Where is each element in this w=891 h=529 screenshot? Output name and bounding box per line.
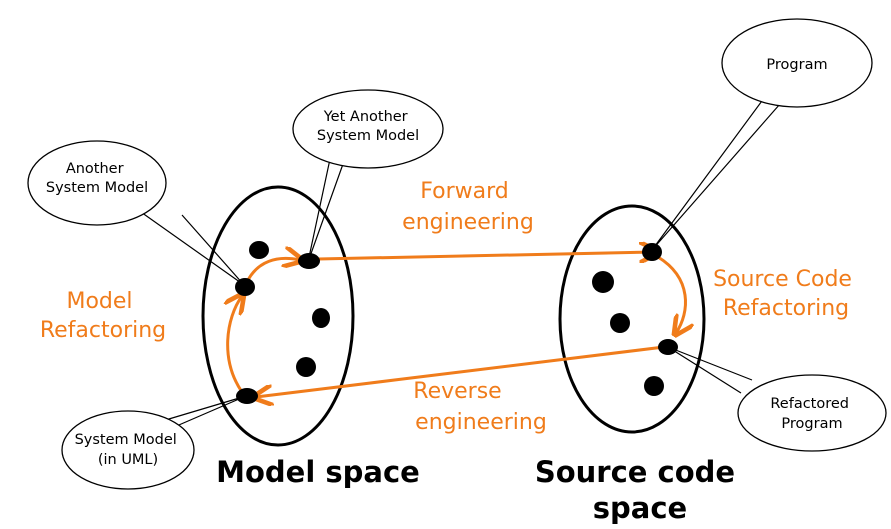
reverse-engineering-label: Reverse engineering (413, 379, 547, 435)
source-code-refactoring-arrow (656, 255, 686, 333)
label-line: Refactoring (40, 318, 166, 343)
code-dot-program (642, 243, 662, 261)
callout-line: (in UML) (98, 452, 158, 468)
label-line: Reverse (413, 379, 501, 404)
model-dot-system-model (236, 388, 258, 404)
callout-program: Program (721, 18, 873, 108)
callout-line: System Model (317, 128, 419, 144)
source-code-refactoring-label: Source Code Refactoring (713, 267, 859, 321)
callout-yet-another-system-model: Yet Another System Model (292, 89, 444, 169)
forward-engineering-label: Forward engineering (402, 179, 534, 235)
callout-line: Program (781, 416, 842, 432)
model-refactoring-arrow-2 (246, 258, 300, 282)
label-line: Model (66, 289, 132, 314)
reverse-engineering-arrow (256, 345, 666, 397)
svg-text:Refactored Program: Refactored Program (770, 396, 853, 432)
callout-another-system-model: Another System Model (27, 140, 167, 226)
code-dot-refactored (658, 339, 678, 355)
label-line: Forward (420, 179, 508, 204)
callout-refactored-program: Refactored Program (737, 374, 887, 452)
svg-text:Yet Another System Model: Yet Another System Model (317, 109, 419, 144)
label-line: Source code (535, 455, 735, 489)
model-refactoring-label: Model Refactoring (40, 289, 166, 343)
source-code-space-ellipse (558, 204, 706, 434)
svg-text:Program: Program (766, 57, 827, 73)
model-dot (235, 278, 255, 296)
model-dot (312, 308, 330, 328)
label-line: Refactoring (723, 296, 849, 321)
callout-line: Program (766, 57, 827, 73)
model-space-dots (235, 241, 330, 404)
label-line: engineering (402, 210, 534, 235)
model-dot (249, 241, 269, 259)
code-dot (592, 271, 614, 293)
source-code-dots (592, 243, 678, 396)
forward-engineering-arrow (316, 252, 656, 259)
callout-line: Yet Another (323, 109, 408, 125)
svg-text:System Model (in UML): System Model (in UML) (75, 432, 182, 468)
source-code-space-label: Source code space (535, 455, 745, 525)
model-refactoring-arrow-1 (228, 296, 242, 394)
callout-line: System Model (75, 432, 177, 448)
callout-line: Refactored (770, 396, 849, 412)
callout-line: Another (66, 161, 124, 177)
label-line: Source Code (713, 267, 852, 292)
model-dot (296, 357, 316, 377)
model-dot-yet-another (298, 253, 320, 269)
code-dot (610, 313, 630, 333)
svg-text:Another System Model: Another System Model (46, 161, 148, 196)
code-dot (644, 376, 664, 396)
label-line: engineering (415, 410, 547, 435)
callout-line: System Model (46, 180, 148, 196)
model-space-label: Model space (216, 455, 420, 489)
label-line: space (593, 491, 687, 525)
transformation-arrows (228, 252, 686, 397)
callout-system-model-uml: System Model (in UML) (61, 410, 195, 490)
model-space-ellipse (201, 185, 355, 447)
